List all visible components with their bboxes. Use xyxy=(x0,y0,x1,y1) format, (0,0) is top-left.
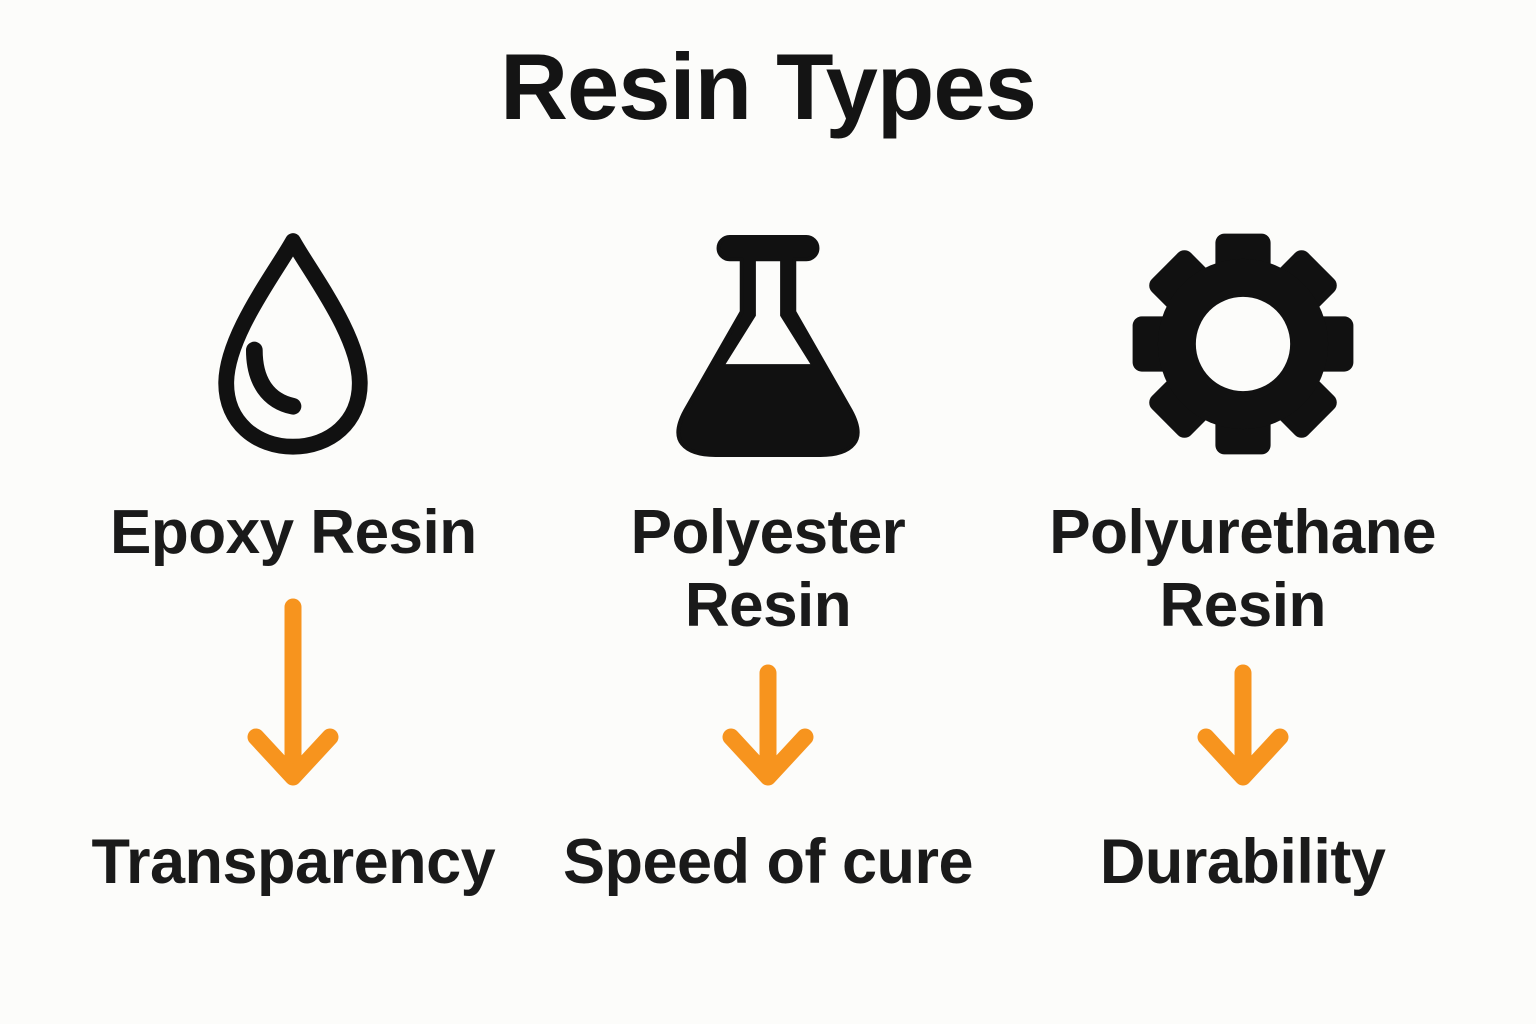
down-arrow-icon xyxy=(243,598,343,790)
resin-name-label: Polyurethane Resin xyxy=(1049,498,1437,640)
flask-icon xyxy=(667,233,869,459)
property-label: Durability xyxy=(1099,827,1386,898)
resin-name-label: Epoxy Resin xyxy=(110,498,477,568)
resin-name-label: Polyester Resin xyxy=(630,498,906,640)
polyurethane-icon-cell xyxy=(1005,139,1480,465)
epoxy-icon-cell xyxy=(56,139,531,465)
polyurethane-name-cell: Polyurethane Resin xyxy=(1005,465,1480,655)
water-drop-icon xyxy=(205,227,381,459)
down-arrow-icon xyxy=(718,664,818,790)
epoxy-name-cell: Epoxy Resin xyxy=(56,465,531,655)
gear-icon xyxy=(1128,229,1358,459)
property-label: Transparency xyxy=(91,827,496,898)
polyester-arrow-cell xyxy=(531,655,1006,790)
polyurethane-property-cell: Durability xyxy=(1005,790,1480,1024)
polyester-name-cell: Polyester Resin xyxy=(531,465,1006,655)
down-arrow-icon xyxy=(1193,664,1293,790)
polyurethane-arrow-cell xyxy=(1005,655,1480,790)
page-title: Resin Types xyxy=(500,34,1037,139)
epoxy-arrow-cell xyxy=(56,598,531,790)
polyester-icon-cell xyxy=(531,139,1006,465)
epoxy-property-cell: Transparency xyxy=(56,790,531,1024)
polyester-property-cell: Speed of cure xyxy=(531,790,1006,1024)
columns-grid: Epoxy Resin Polyester Resin Polyurethane… xyxy=(0,139,1536,1024)
property-label: Speed of cure xyxy=(562,827,974,898)
